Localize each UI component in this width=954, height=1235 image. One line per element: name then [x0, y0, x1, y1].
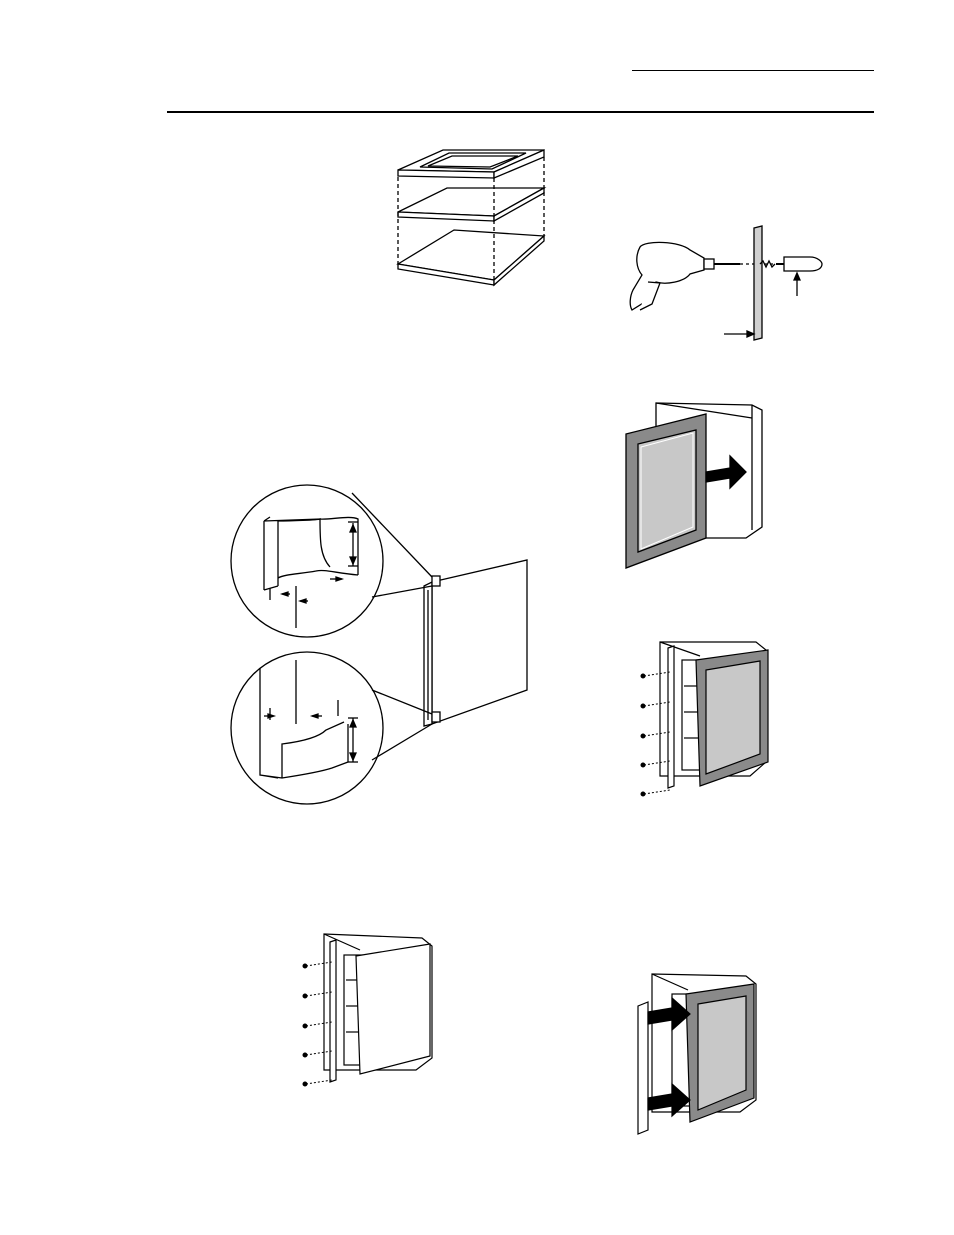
slide-panel-into-door-figure: [620, 395, 770, 575]
drill-into-panel-figure: [625, 220, 825, 345]
drill-icon: [630, 226, 822, 340]
remove-door-trim-figure: [630, 635, 780, 805]
stacked-panels-figure: [380, 140, 560, 300]
panel-corner-cutout-figure: [228, 480, 548, 810]
exploded-panels-icon: [398, 150, 544, 285]
corner-detail-icon: [231, 485, 527, 804]
attach-handle-figure: [632, 968, 772, 1138]
header-main-rule: [167, 111, 874, 113]
header-short-rule: [632, 70, 874, 71]
remove-handle-trim-figure: [300, 928, 440, 1098]
